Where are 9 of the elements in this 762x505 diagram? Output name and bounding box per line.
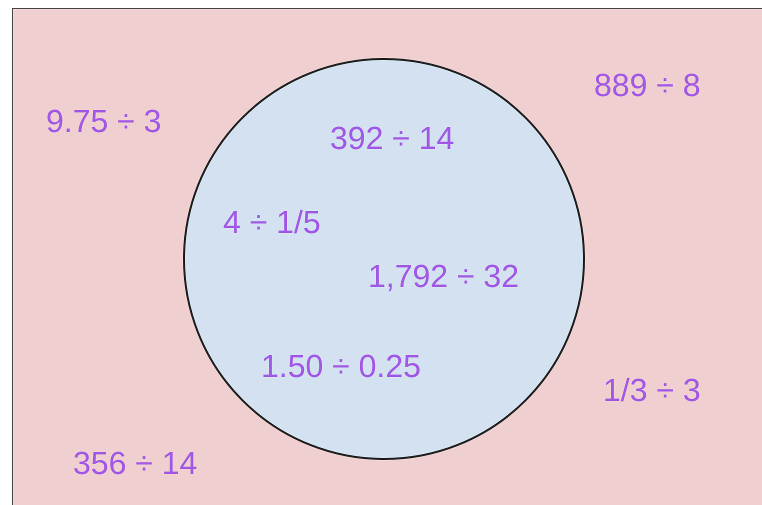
rectangle-region <box>12 8 762 505</box>
division-expression: 392 ÷ 14 <box>330 122 454 154</box>
division-expression: 356 ÷ 14 <box>73 447 198 479</box>
division-expression: 4 ÷ 1/5 <box>223 206 321 238</box>
division-expression: 1.50 ÷ 0.25 <box>261 350 421 382</box>
division-expression: 1,792 ÷ 32 <box>368 260 520 292</box>
division-expression: 1/3 ÷ 3 <box>603 374 701 406</box>
division-expression: 889 ÷ 8 <box>594 69 701 101</box>
division-expression: 9.75 ÷ 3 <box>46 105 162 137</box>
